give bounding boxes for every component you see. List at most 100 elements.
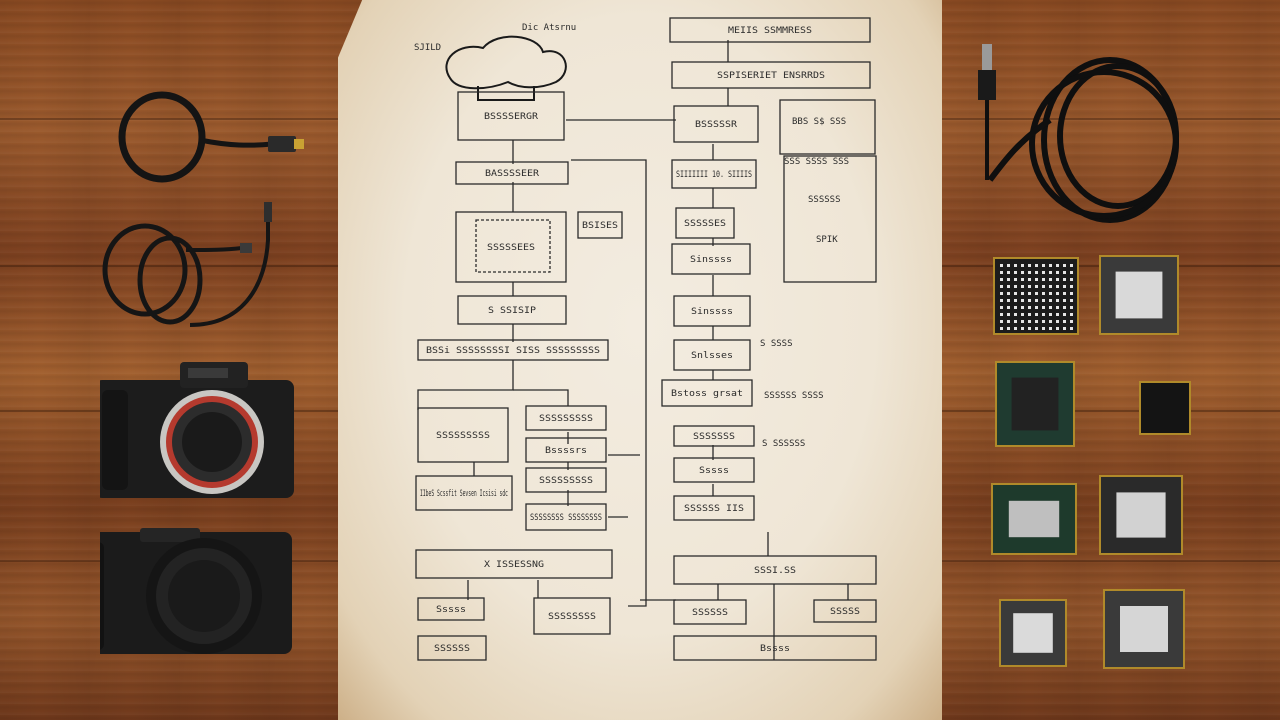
- flowchart-box-label: S SSISIP: [488, 306, 537, 316]
- chip-pin: [1063, 306, 1066, 309]
- side-note: BBS S$ SSS: [792, 117, 846, 127]
- flowchart-box-label: BSSSSERGR: [484, 112, 539, 122]
- chip-pin: [1063, 327, 1066, 330]
- right-objects: [978, 44, 1191, 669]
- chip-pin: [1000, 320, 1003, 323]
- flowchart-box: [577, 211, 623, 239]
- chip-pin: [1056, 271, 1059, 274]
- chip-pin: [1000, 327, 1003, 330]
- chip-pin: [1021, 271, 1024, 274]
- flowchart-box: [455, 161, 569, 185]
- chip-pin: [1028, 264, 1031, 267]
- flowchart-box-label: SSSSS: [830, 607, 860, 617]
- flowchart-box: [675, 207, 735, 239]
- left-objects: [100, 91, 304, 654]
- chip-pin: [1042, 264, 1045, 267]
- chip-pin: [1000, 313, 1003, 316]
- chip-pin: [1007, 285, 1010, 288]
- flowchart-box-label: Sssss: [699, 466, 729, 476]
- flowchart-box: [417, 635, 487, 661]
- chip-pin: [1028, 299, 1031, 302]
- chip-die: [1008, 500, 1060, 538]
- chip-pin: [1028, 278, 1031, 281]
- chip-pin: [1035, 264, 1038, 267]
- chip-pin: [1007, 299, 1010, 302]
- chip-pin: [1014, 306, 1017, 309]
- flowchart-box: [673, 105, 759, 143]
- chip-pin: [1014, 327, 1017, 330]
- chip-die: [1115, 271, 1163, 319]
- flowchart-box-label: SSSSSS: [434, 644, 470, 654]
- chip-pin: [1049, 313, 1052, 316]
- chip-pin: [1014, 278, 1017, 281]
- chip-pin: [1007, 271, 1010, 274]
- chip-pin: [1056, 327, 1059, 330]
- chip-pin: [1063, 271, 1066, 274]
- flowchart-box-label: SSSSSSSS SSSSSSSS: [530, 513, 602, 523]
- coiled-usb-cable: [118, 91, 304, 183]
- flowchart-box-label: SSSSSSSSS: [436, 431, 490, 441]
- chip-pin: [1035, 278, 1038, 281]
- flowchart-box: [673, 425, 755, 447]
- flowchart-box: [457, 91, 565, 141]
- note-box: [779, 99, 876, 155]
- side-note: SPIK: [816, 235, 838, 245]
- chip-pin: [1000, 299, 1003, 302]
- chip-pin: [1000, 278, 1003, 281]
- chip-pin: [1056, 292, 1059, 295]
- chip-pin: [1035, 285, 1038, 288]
- microchips: [991, 255, 1191, 669]
- flowchart-box-label: IIbeS Scssfit Sevsen Icsisi sdc: [420, 489, 508, 499]
- chip-pin: [1056, 306, 1059, 309]
- chip-pin: [1049, 264, 1052, 267]
- flowchart-box: [455, 211, 567, 283]
- chip-pin: [1035, 327, 1038, 330]
- chip-pin: [1049, 306, 1052, 309]
- chip-pin: [1070, 271, 1073, 274]
- mirrorless-camera: [100, 362, 294, 498]
- chip-pin: [1042, 306, 1045, 309]
- chip-pin: [1007, 292, 1010, 295]
- side-note: SSS SSSS SSS: [784, 157, 849, 167]
- flowchart-box: [525, 503, 607, 531]
- chef-hat-doodle: [445, 35, 567, 101]
- chip-pin: [1007, 313, 1010, 316]
- chip-pin: [1056, 264, 1059, 267]
- side-notes: BBS S$ SSS SSS SSSS SSS SSSSSS SPIK S SS…: [760, 99, 877, 449]
- chip-pin: [1049, 299, 1052, 302]
- chip-pin: [1056, 278, 1059, 281]
- flowchart-box: [673, 635, 877, 661]
- flowchart-box: [671, 159, 757, 189]
- chip-pin: [1063, 313, 1066, 316]
- chip-pin: [1021, 306, 1024, 309]
- chip-pin: [1014, 313, 1017, 316]
- chip-pin: [1014, 271, 1017, 274]
- chip-pin: [1035, 306, 1038, 309]
- flowchart-box: [813, 599, 877, 623]
- chip-pin: [1028, 271, 1031, 274]
- chip-pin: [1007, 306, 1010, 309]
- chip-pin: [1000, 292, 1003, 295]
- chip-pin: [1049, 327, 1052, 330]
- chip-pin: [1056, 285, 1059, 288]
- note-panel: [783, 155, 877, 283]
- flowchart-box: [671, 61, 871, 89]
- flowchart-box-label: SSSSSES: [684, 219, 726, 229]
- chip-pin: [1063, 320, 1066, 323]
- chip-pin: [1042, 278, 1045, 281]
- chip-pin: [1028, 320, 1031, 323]
- chip-pin: [1049, 292, 1052, 295]
- flowchart-box-label: BSISES: [582, 221, 618, 231]
- chip-pin: [1028, 313, 1031, 316]
- chip-pin: [1049, 285, 1052, 288]
- flowchart-box-label: Sssss: [436, 605, 466, 615]
- chip-pin: [1063, 278, 1066, 281]
- flowchart-paper: SJILD Dic Atsrnu: [338, 0, 942, 720]
- flowchart-box: [415, 475, 513, 511]
- chip-pin: [1042, 299, 1045, 302]
- chip-pin: [1042, 320, 1045, 323]
- flowchart-box: [525, 405, 607, 431]
- chip-pin: [1063, 264, 1066, 267]
- flowchart-connectors: [417, 40, 849, 660]
- flowchart-box-label: BSSSSSR: [695, 120, 738, 130]
